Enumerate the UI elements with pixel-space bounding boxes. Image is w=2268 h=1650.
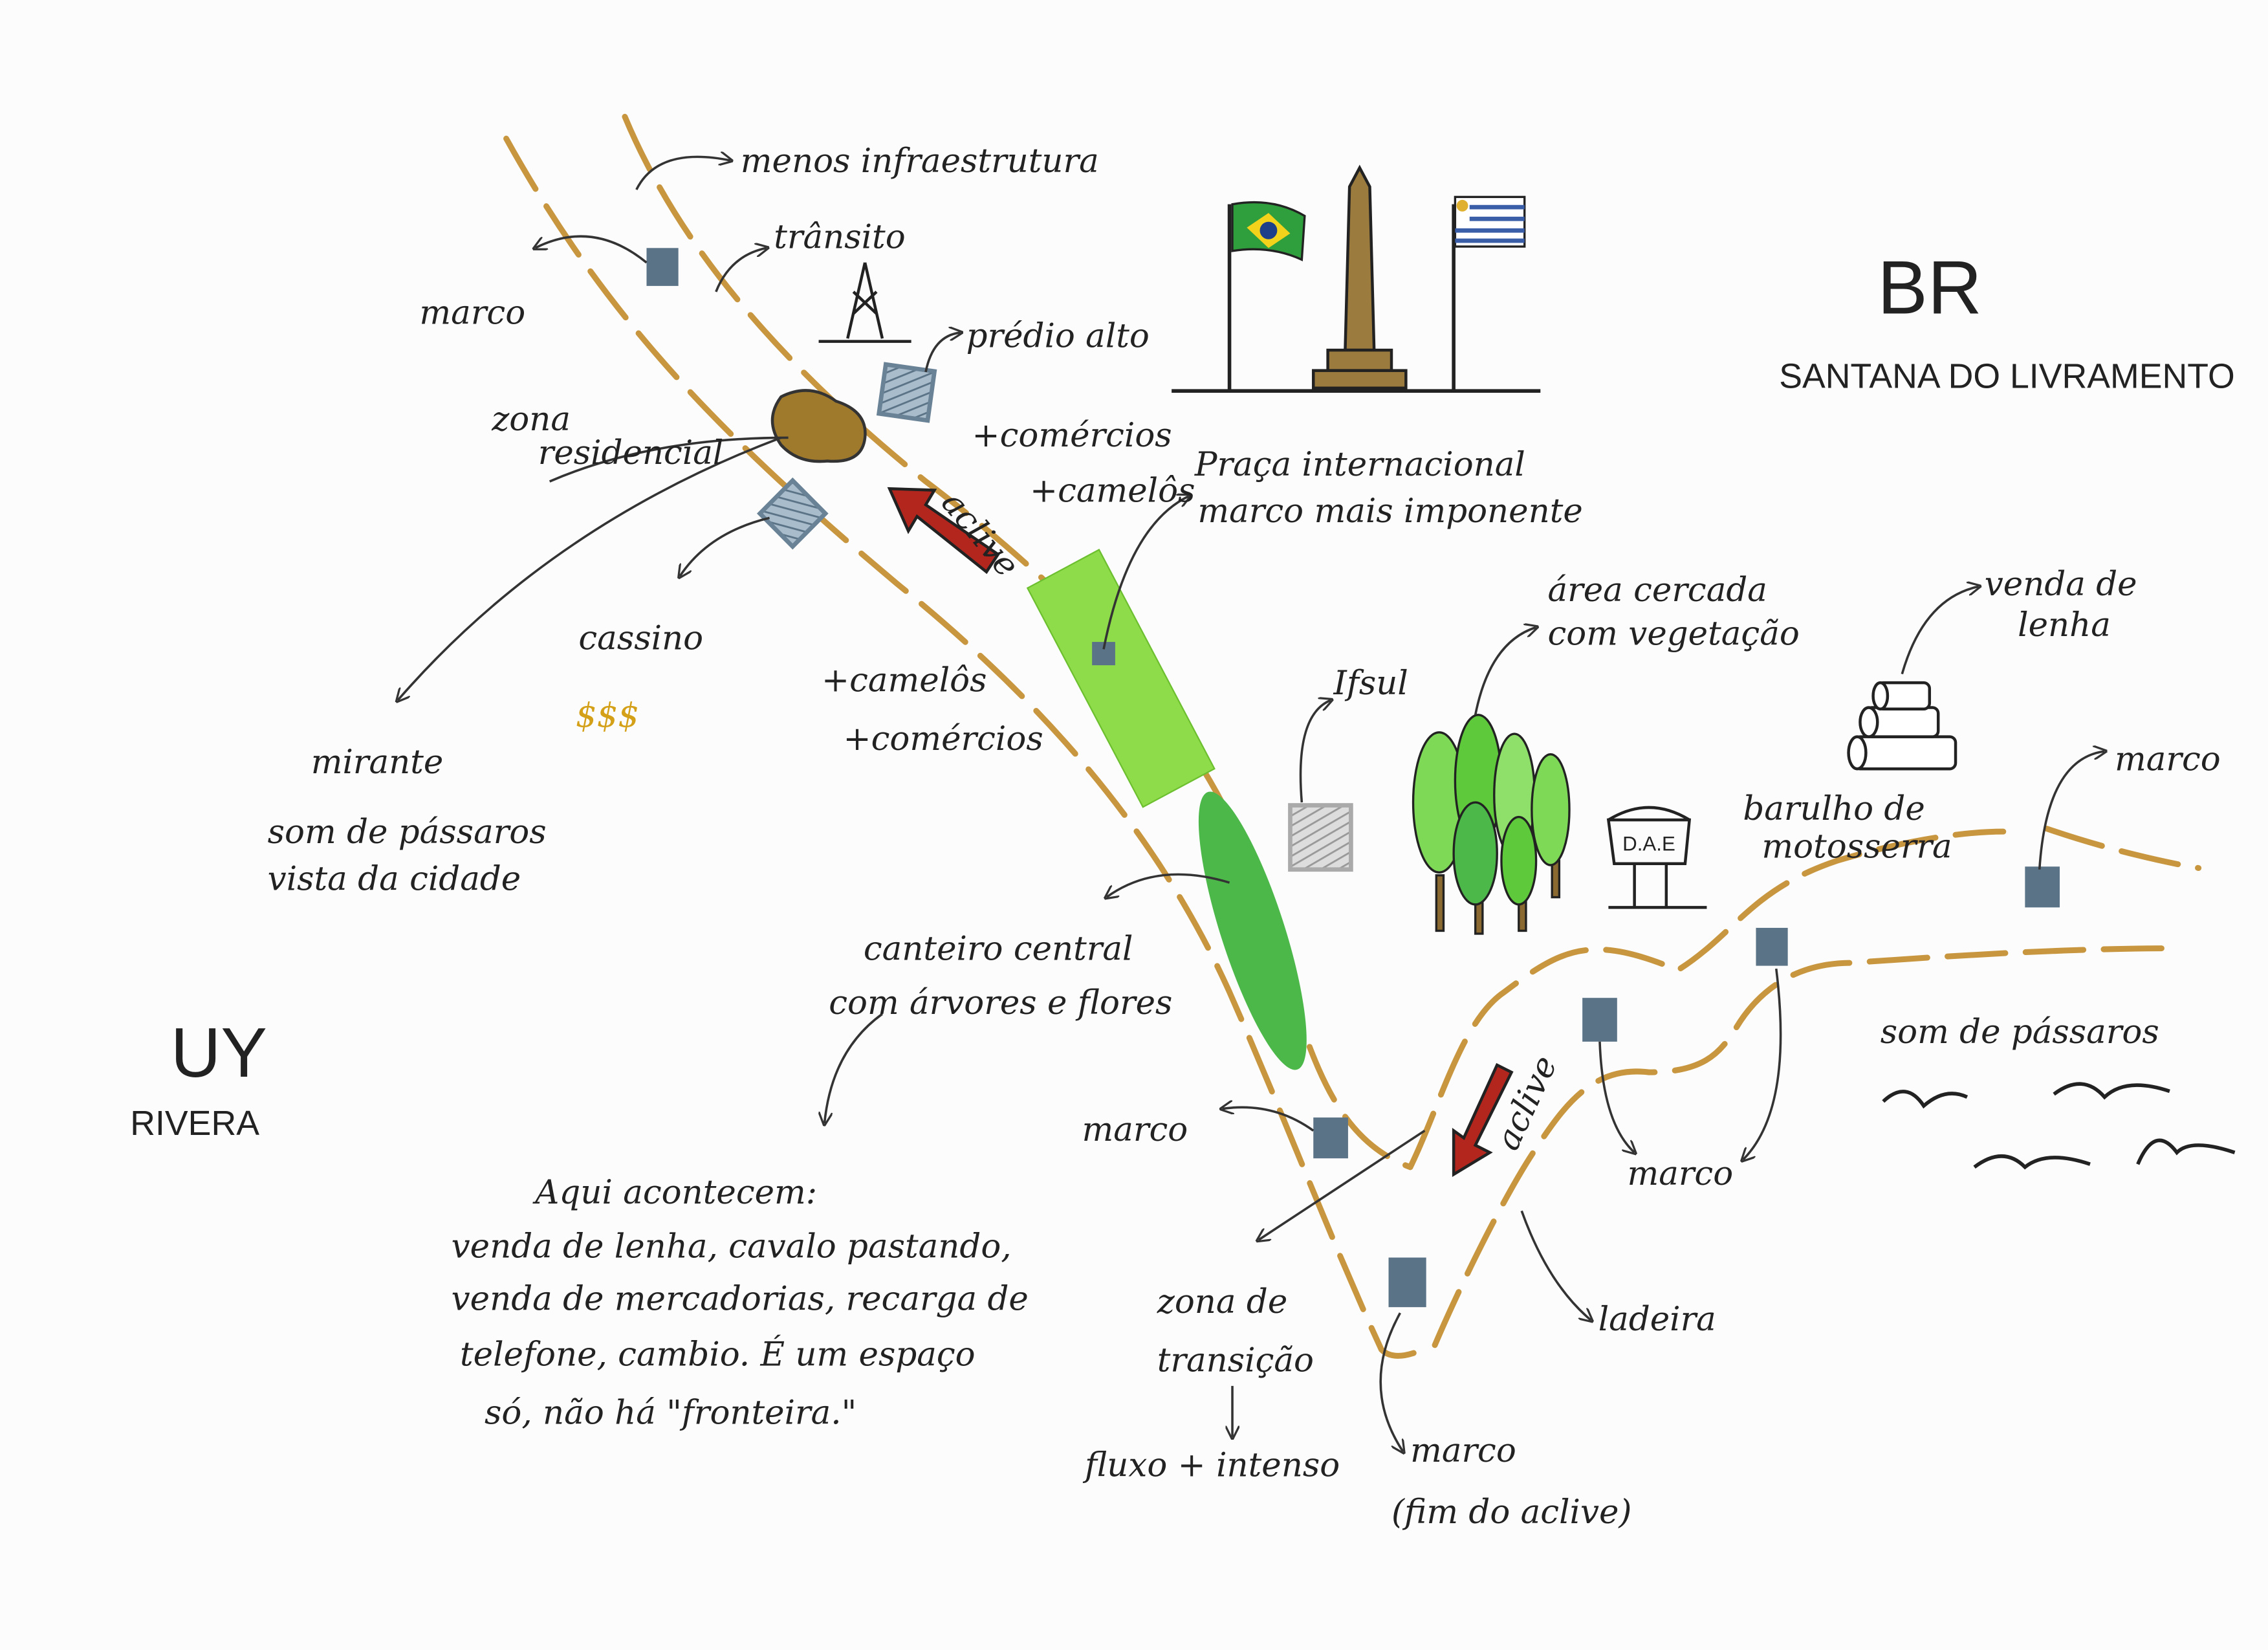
dae-water-tank-icon: D.A.E bbox=[1606, 806, 1707, 909]
birds-icon bbox=[1882, 1082, 2236, 1170]
dae-label: D.A.E bbox=[1622, 832, 1675, 855]
note-line: só, não há "fronteira." bbox=[485, 1393, 856, 1432]
label-lenha: lenha bbox=[2018, 606, 2111, 644]
label-cassino: cassino bbox=[578, 619, 703, 657]
praca-internacional-icon bbox=[1172, 164, 1541, 393]
label-mais-comercios-2: +comércios bbox=[844, 720, 1043, 758]
note-line: venda de lenha, cavalo pastando, bbox=[452, 1227, 1012, 1266]
firewood-logs-icon bbox=[1847, 681, 1957, 771]
label-marco-end: marco bbox=[1410, 1431, 1516, 1470]
label-marco-top: marco bbox=[419, 293, 525, 332]
label-fim-do-aclive: (fim do aclive) bbox=[1391, 1493, 1631, 1532]
label-transicao: transição bbox=[1157, 1341, 1314, 1380]
label-venda-de: venda de bbox=[1985, 565, 2137, 604]
marker-right bbox=[2025, 866, 2060, 908]
label-marco-lower: marco bbox=[1627, 1154, 1733, 1193]
leader-lines bbox=[398, 157, 2104, 1451]
canteiro-central-strip bbox=[1198, 791, 1307, 1070]
marker-lower bbox=[1582, 998, 1617, 1042]
uruguay-flag-icon bbox=[1454, 195, 1526, 248]
transmission-tower-icon bbox=[818, 262, 911, 343]
aclive-arrow-top bbox=[887, 487, 1000, 575]
label-ifsul: Ifsul bbox=[1333, 664, 1408, 703]
marker-top bbox=[646, 248, 679, 286]
aclive-arrow-bottom bbox=[1452, 1062, 1514, 1177]
label-mirante-passaros: som de pássaros bbox=[268, 813, 547, 852]
label-predio-alto: prédio alto bbox=[966, 316, 1150, 355]
label-com-vegetacao: com vegetação bbox=[1547, 614, 1799, 653]
label-zona-de: zona de bbox=[1157, 1282, 1287, 1321]
zona-residencial-blob bbox=[770, 389, 867, 463]
city-rivera: RIVERA bbox=[130, 1104, 259, 1143]
ifsul-marker bbox=[1288, 803, 1353, 872]
annotations: menos infraestrutura trânsito marco préd… bbox=[268, 142, 2221, 1532]
city-santana: SANTANA DO LIVRAMENTO bbox=[1779, 357, 2235, 396]
label-praca-internacional: Praça internacional bbox=[1194, 445, 1525, 484]
note-block: Aqui acontecem: venda de lenha, cavalo p… bbox=[452, 1173, 1029, 1433]
label-marco-imponente: marco mais imponente bbox=[1197, 492, 1582, 531]
label-mais-camelos-2: +camelôs bbox=[822, 661, 987, 700]
label-ladeira: ladeira bbox=[1598, 1300, 1716, 1339]
label-transito: trânsito bbox=[774, 217, 905, 256]
label-residencial: residencial bbox=[538, 434, 724, 472]
label-marco-mid: marco bbox=[1082, 1110, 1188, 1149]
label-mirante-vista: vista da cidade bbox=[268, 859, 521, 898]
marker-mid bbox=[1313, 1117, 1348, 1159]
label-som-passaros: som de pássaros bbox=[1881, 1013, 2159, 1051]
label-zona: zona bbox=[491, 400, 571, 439]
obelisk-icon bbox=[1312, 164, 1408, 390]
note-line: telefone, cambio. É um espaço bbox=[460, 1334, 976, 1374]
country-code-br: BR bbox=[1877, 245, 1982, 330]
label-motosserra: motosserra bbox=[1761, 828, 1952, 866]
label-mirante: mirante bbox=[311, 743, 444, 782]
label-mais-comercios-1: +comércios bbox=[972, 416, 1172, 455]
note-title: Aqui acontecem: bbox=[532, 1173, 817, 1212]
predio-alto-marker bbox=[876, 362, 937, 423]
note-line: venda de mercadorias, recarga de bbox=[452, 1279, 1029, 1318]
country-code-uy: UY bbox=[171, 1013, 267, 1092]
label-marco-right: marco bbox=[2115, 740, 2221, 778]
label-canteiro-central: canteiro central bbox=[864, 929, 1133, 968]
marker-lower-2 bbox=[1756, 927, 1788, 966]
cassino-marker bbox=[756, 477, 829, 550]
label-barulho-de: barulho de bbox=[1743, 789, 1925, 828]
label-area-cercada: área cercada bbox=[1547, 571, 1767, 610]
label-menos-infraestrutura: menos infraestrutura bbox=[741, 142, 1099, 181]
right-road bbox=[1407, 826, 2202, 1348]
label-fluxo-intenso: fluxo + intenso bbox=[1082, 1446, 1340, 1485]
label-arvores-flores: com árvores e flores bbox=[829, 984, 1172, 1022]
label-dinheiro: $$$ bbox=[576, 696, 639, 735]
label-mais-camelos-1: +camelôs bbox=[1030, 471, 1195, 510]
green-strip-praca bbox=[1026, 549, 1216, 808]
trees-icon bbox=[1412, 714, 1571, 935]
marker-end bbox=[1388, 1257, 1426, 1308]
